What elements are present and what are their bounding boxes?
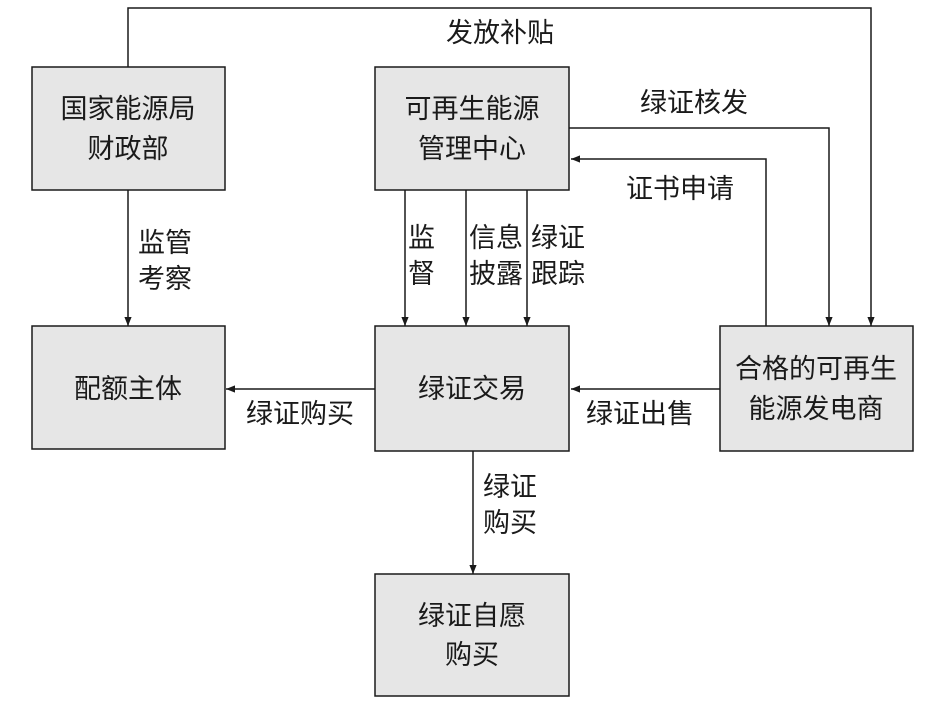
edge-sell-label: 绿证出售 (586, 399, 694, 430)
node-renewable-management-center-line-1: 可再生能源 (405, 94, 540, 125)
node-quota-entity: 配额主体 (31, 325, 226, 450)
node-voluntary-purchase: 绿证自愿 购买 (374, 573, 570, 697)
edge-buy-voluntary-label-2: 购买 (483, 508, 537, 539)
node-nea-finance: 国家能源局 财政部 (31, 66, 226, 191)
node-qualified-renewable-producer: 合格的可再生 能源发电商 (719, 325, 914, 452)
node-quota-entity-box (31, 325, 226, 450)
edge-info-label-2: 披露 (469, 259, 523, 290)
edge-supervise-label-1: 监 (408, 223, 435, 254)
edge-supervise-inspect-label-2: 考察 (138, 264, 192, 295)
node-nea-finance-line-1: 国家能源局 (61, 94, 196, 125)
edge-subsidy-label: 发放补贴 (446, 18, 554, 49)
node-renewable-management-center-box (374, 66, 570, 191)
node-voluntary-purchase-line-2: 购买 (445, 640, 499, 671)
edge-track-label-1: 绿证 (531, 223, 585, 254)
node-nea-finance-line-2: 财政部 (88, 134, 169, 165)
edge-subsidy-line (127, 7, 875, 326)
edge-buy-voluntary-label-1: 绿证 (483, 472, 537, 503)
node-green-certificate-trading-box (374, 325, 570, 452)
edge-supervise-label-2: 督 (408, 259, 435, 290)
edge-track-label-2: 跟踪 (531, 259, 585, 290)
edge-apply-line (571, 155, 767, 326)
edge-issue-line (569, 127, 833, 326)
node-green-certificate-trading-label: 绿证交易 (418, 374, 526, 405)
node-nea-finance-box (31, 66, 226, 191)
node-renewable-management-center: 可再生能源 管理中心 (374, 66, 570, 191)
edge-info-label-1: 信息 (469, 223, 523, 254)
node-voluntary-purchase-line-1: 绿证自愿 (418, 601, 526, 632)
node-renewable-management-center-line-2: 管理中心 (418, 134, 526, 165)
edge-labels: 发放补贴 监管 考察 监 督 信息 披露 绿证 跟踪 绿证核发 证书申请 绿证购… (138, 18, 748, 539)
edge-buy-quota-label: 绿证购买 (246, 399, 354, 430)
node-voluntary-purchase-box (374, 573, 570, 697)
connectors (124, 7, 875, 574)
node-qualified-renewable-producer-box (719, 325, 914, 452)
node-quota-entity-label: 配额主体 (74, 374, 182, 405)
node-green-certificate-trading: 绿证交易 (374, 325, 570, 452)
edge-apply-label: 证书申请 (626, 174, 734, 205)
edge-supervise-inspect-label-1: 监管 (138, 228, 192, 259)
edge-issue-label: 绿证核发 (640, 88, 748, 119)
node-qualified-renewable-producer-line-1: 合格的可再生 (735, 354, 897, 385)
node-qualified-renewable-producer-line-2: 能源发电商 (749, 394, 884, 425)
